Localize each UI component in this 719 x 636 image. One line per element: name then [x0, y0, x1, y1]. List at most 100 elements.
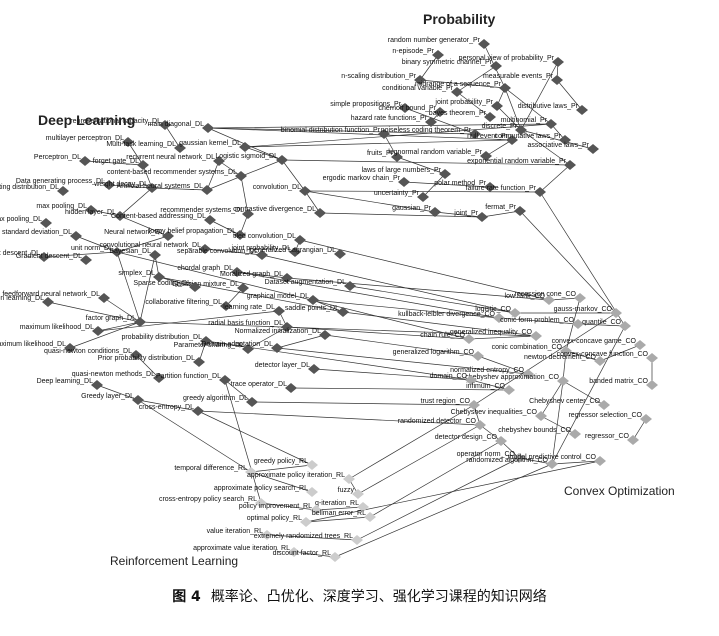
node-perceptron_DL: Perceptron_DL: [34, 154, 91, 166]
node-diamond-marker: [552, 57, 564, 67]
node-diamond-marker: [598, 400, 610, 410]
node-stochastic_gradient_DL: stochastic gradient descent_DL: [0, 250, 50, 262]
node-low_rank_CO: low rank_CO: [505, 293, 555, 305]
node-diamond-marker: [334, 249, 346, 259]
node-discount_factor_RL: discount factor_RL: [273, 550, 341, 562]
node-diamond-marker: [610, 308, 622, 318]
node-diamond-marker: [484, 182, 496, 192]
node-label: fuzzy: [338, 487, 355, 494]
node-data_generating_process_DL: Data generating process_DL: [16, 178, 115, 190]
edge-optimal_policy_RL-bellman_error_RL: [305, 516, 371, 523]
node-diamond-marker: [352, 489, 364, 499]
node-diamond-marker: [64, 343, 76, 353]
node-label: detector layer_DL: [255, 362, 310, 369]
node-diamond-marker: [79, 156, 91, 166]
node-diamond-marker: [38, 252, 50, 262]
node-associative_laws_Pr: associative laws_Pr: [528, 142, 599, 154]
node-diamond-marker: [70, 231, 82, 241]
node-label: conic combination_CO: [492, 344, 563, 351]
node-diamond-marker: [357, 502, 369, 512]
node-diamond-marker: [543, 295, 555, 305]
node-midrange_Pr: midrange of a sequence_Pr: [415, 81, 511, 93]
edge-model_predictive_CO-optimal_policy_RL: [305, 460, 601, 523]
node-chebyshev_inequalities_CO: Chebyshev inequalities_CO: [451, 409, 547, 421]
node-diamond-marker: [351, 535, 363, 545]
edge-value_iteration_RL-extremely_randomized_RL: [266, 534, 358, 541]
node-gaussian_mixture_DL: Gaussian mixture_DL: [172, 281, 249, 293]
node-label: quantile_CO: [582, 319, 621, 326]
node-label: standard deviation_DL: [2, 229, 72, 236]
node-label: chain rule_CO: [420, 332, 465, 339]
node-joint_Pr: joint_Pr: [453, 210, 488, 222]
edge-content_based_addressing_DL-loopy_belief_DL: [209, 219, 241, 236]
edge-kullback_leibler_CO-conic_form_CO: [498, 317, 579, 325]
edge-logistic_sigmoid_DL-exponential_random_Pr: [281, 159, 571, 166]
edge-conic_combination_CO-chebyshev_approximation_CO: [562, 350, 567, 382]
node-diamond-marker: [468, 400, 480, 410]
node-domain_adaptation_DL: Domain adaptation_DL: [201, 341, 283, 353]
node-diamond-marker: [235, 171, 247, 181]
node-label: Sparse coding_DL: [133, 280, 191, 287]
node-q_iteration_RL: q-iteration_RL: [315, 500, 369, 512]
node-label: Prior probability distribution_DL: [98, 355, 195, 362]
node-label: Logistic sigmoid_DL: [215, 153, 278, 160]
node-label: approximate policy search_RL: [214, 485, 308, 492]
node-diamond-marker: [174, 143, 186, 153]
node-diamond-marker: [149, 250, 161, 260]
node-maximum_likelihood_DL: maximum likelihood_DL: [20, 324, 104, 336]
edge-domain_adaptation_DL-normalized_entropy_CO: [276, 347, 529, 375]
edge-content_based_recommender_DL-recommender_systems_DL: [240, 175, 249, 215]
node-sparse_coding_DL: Sparse coding_DL: [133, 280, 201, 292]
node-diamond-marker: [308, 364, 320, 374]
edge-law_large_numbers_Pr-uncertainty_Pr: [422, 173, 446, 198]
edge-n_episode_Pr-n_scaling_Pr: [419, 54, 439, 81]
node-label: Normalized initialization_DL: [235, 328, 321, 335]
node-diamond-marker: [200, 336, 212, 346]
node-diamond-marker: [134, 317, 146, 327]
node-label: convolutional neural network_DL: [99, 242, 201, 249]
node-trace_operator_DL: trace operator_DL: [231, 381, 297, 393]
node-diamond-marker: [130, 350, 142, 360]
edge-unit_norm_DL-stochastic_gradient_DL: [43, 251, 118, 258]
node-extremely_randomized_RL: extremely randomized trees_RL: [254, 533, 363, 545]
node-label: separable convolution_DL: [177, 248, 258, 255]
node-diamond-marker: [204, 215, 216, 225]
node-diamond-marker: [478, 39, 490, 49]
node-label: random number generator_Pr: [388, 37, 481, 44]
node-recession_cone_CO: recession cone_CO: [515, 291, 586, 303]
edge-graphical_model_DL-kullback_leibler_CO: [312, 299, 500, 319]
node-label: fermat_Pr: [485, 204, 516, 211]
node-diamond-marker: [344, 281, 356, 291]
node-diamond-marker: [92, 326, 104, 336]
node-label: kullback-leibler divergence_CO: [398, 311, 495, 318]
node-diamond-marker: [146, 183, 158, 193]
node-diamond-marker: [465, 375, 477, 385]
node-quasi_newton_conditions_DL: quasi-newton conditions_DL: [44, 348, 142, 360]
node-diamond-marker: [557, 376, 569, 386]
node-label: null event_Pr: [467, 133, 509, 140]
node-label: exponential random variable_Pr: [467, 158, 567, 165]
node-diamond-marker: [246, 397, 258, 407]
node-diamond-marker: [551, 75, 563, 85]
node-diamond-marker: [514, 206, 526, 216]
node-banded_matrix_CO: banded matrix_CO: [589, 378, 658, 390]
node-diamond-marker: [364, 512, 376, 522]
node-loopy_belief_DL: loopy belief propagation_DL: [149, 228, 246, 240]
node-cross_entropy_policy_RL: cross-entropy policy search_RL: [159, 496, 267, 508]
edge-unit_norm_DL-chain_rule_CO: [116, 251, 470, 340]
node-diamond-marker: [239, 142, 251, 152]
node-detector_layer_DL: detector layer_DL: [255, 362, 320, 374]
node-stochastic_maximum_DL: stochastic maximum likelihood_DL: [0, 341, 76, 353]
node-random_number_generator_Pr: random number generator_Pr: [388, 37, 490, 49]
node-diamond-marker: [189, 282, 201, 292]
edge-cross_entropy_DL-randomized_detector_CO: [197, 410, 481, 426]
node-probability_distribution_DL: probability distribution_DL: [121, 334, 212, 346]
node-diamond-marker: [594, 356, 606, 366]
node-content_based_addressing_DL: Content-based addressing_DL: [111, 213, 216, 225]
edge-trust_region_CO-approximate_policy_iteration_RL: [348, 404, 475, 480]
node-diamond-marker: [515, 125, 527, 135]
edge-weight_decay_DL-artificial_neural_DL: [151, 187, 208, 191]
edge-chebyshev_approximation_CO-randomized_algorithm_CO: [551, 380, 564, 465]
node-bayesian_DL: Bayesian_DL: [109, 248, 161, 260]
edge-separable_convolution_DL-logistic_CO: [261, 254, 516, 314]
